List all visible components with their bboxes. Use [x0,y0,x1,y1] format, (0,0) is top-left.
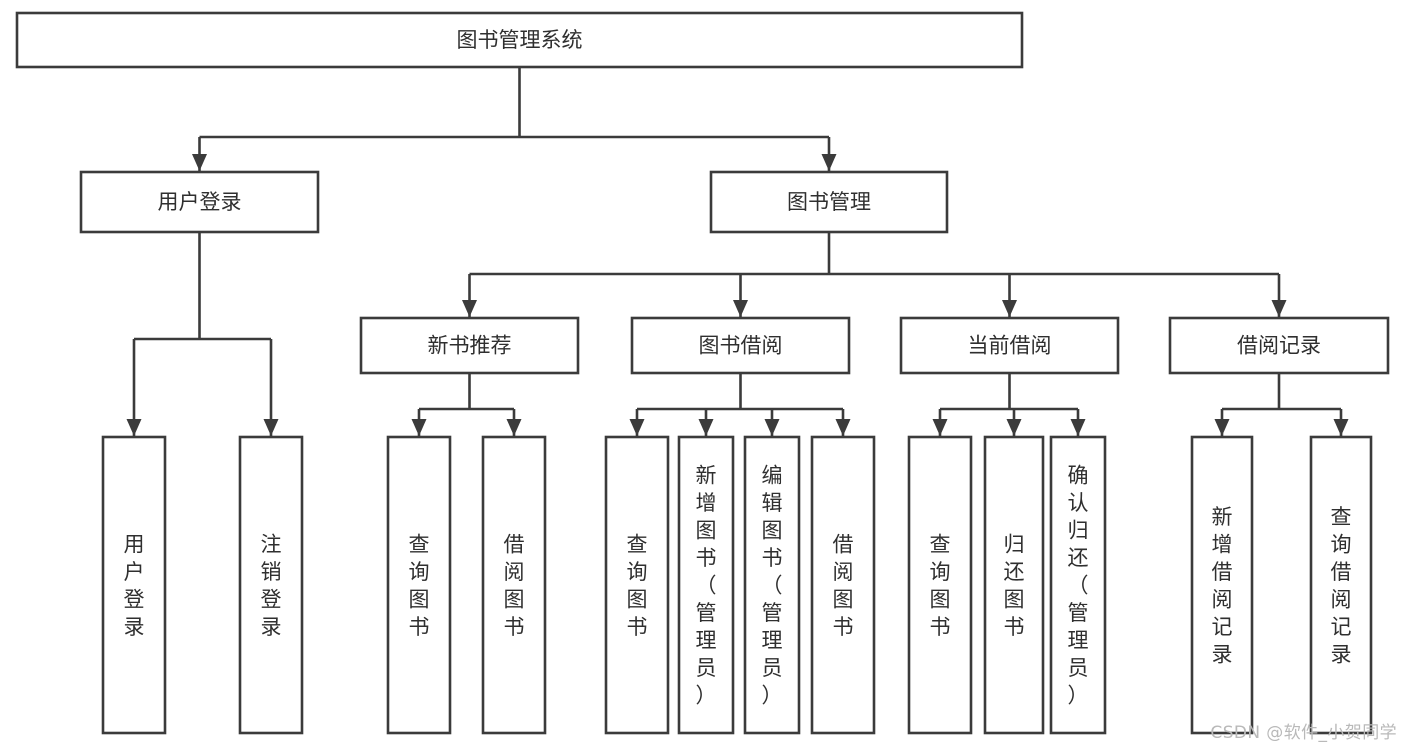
arrow-head-icon [932,419,948,436]
node-box-borrow-record[interactable] [1168,316,1390,375]
node-level3-borrow-record[interactable]: 借阅记录 [1168,316,1390,375]
node-box-leaf-return-book[interactable] [983,435,1045,735]
node-label-leaf-user-login: 用户登录 [124,532,145,639]
node-label-leaf-query-book-2: 查询图书 [627,532,648,639]
node-leaf-leaf-query-book-3[interactable]: 查询图书 [907,435,973,735]
node-label-book-manage: 图书管理 [787,190,871,214]
node-box-leaf-add-record[interactable] [1190,435,1254,735]
node-label-root: 图书管理系统 [457,28,583,52]
arrow-head-icon [192,154,207,171]
node-root[interactable]: 图书管理系统 [15,11,1024,69]
node-leaf-leaf-user-login[interactable]: 用户登录 [101,435,167,735]
arrow-head-icon [835,419,851,436]
node-box-leaf-borrow-book-2[interactable] [810,435,876,735]
node-leaf-leaf-query-book-1[interactable]: 查询图书 [386,435,452,735]
arrow-head-icon [1002,300,1017,317]
node-label-leaf-query-book-1: 查询图书 [409,532,430,639]
node-level2-book-manage[interactable]: 图书管理 [709,170,949,234]
node-box-book-borrow[interactable] [630,316,851,375]
node-label-leaf-return-book: 归还图书 [1004,532,1025,639]
nodes-layer: 图书管理系统用户登录图书管理新书推荐图书借阅当前借阅借阅记录用户登录注销登录查询… [15,11,1390,735]
node-label-borrow-record: 借阅记录 [1237,334,1321,358]
node-level3-new-book-rec[interactable]: 新书推荐 [359,316,580,375]
node-leaf-leaf-add-book[interactable]: 新增图书（管理员） [677,435,735,735]
node-label-leaf-query-record: 查询借阅记录 [1331,505,1352,667]
arrow-head-icon [126,419,142,436]
arrow-head-icon [1070,419,1086,436]
node-label-leaf-borrow-book-1: 借阅图书 [504,532,525,639]
csdn-watermark: CSDN @软件_小贺同学 [1210,723,1397,743]
node-leaf-leaf-borrow-book-1[interactable]: 借阅图书 [481,435,547,735]
arrow-head-icon [1333,419,1349,436]
arrow-head-icon [1271,300,1287,317]
arrow-head-icon [1006,419,1022,436]
node-leaf-leaf-add-record[interactable]: 新增借阅记录 [1190,435,1254,735]
arrow-head-icon [764,419,780,436]
node-leaf-leaf-borrow-book-2[interactable]: 借阅图书 [810,435,876,735]
arrow-head-icon [821,154,837,171]
node-label-leaf-borrow-book-2: 借阅图书 [833,532,854,639]
node-box-leaf-confirm-return[interactable] [1049,435,1107,735]
arrow-head-icon [263,419,279,436]
node-leaf-leaf-return-book[interactable]: 归还图书 [983,435,1045,735]
node-label-current-borrow: 当前借阅 [968,334,1052,358]
node-label-new-book-rec: 新书推荐 [428,334,512,358]
arrow-head-icon [462,300,477,317]
node-label-leaf-add-record: 新增借阅记录 [1212,505,1233,667]
node-box-leaf-borrow-book-1[interactable] [481,435,547,735]
node-box-leaf-query-book-3[interactable] [907,435,973,735]
node-label-leaf-query-book-3: 查询图书 [930,532,951,639]
node-box-leaf-user-login[interactable] [101,435,167,735]
node-leaf-leaf-edit-book[interactable]: 编辑图书（管理员） [743,435,801,735]
node-box-leaf-query-book-2[interactable] [604,435,670,735]
node-label-leaf-edit-book: 编辑图书（管理员） [762,464,783,708]
node-box-leaf-edit-book[interactable] [743,435,801,735]
node-box-new-book-rec[interactable] [359,316,580,375]
node-box-root[interactable] [15,11,1024,69]
node-label-user-login: 用户登录 [158,190,242,214]
arrow-head-icon [411,419,427,436]
node-box-leaf-logout[interactable] [238,435,304,735]
arrow-head-icon [698,419,714,436]
node-label-leaf-logout: 注销登录 [261,532,282,639]
arrow-head-icon [733,300,748,317]
node-leaf-leaf-logout[interactable]: 注销登录 [238,435,304,735]
node-label-book-borrow: 图书借阅 [699,334,783,358]
node-level3-book-borrow[interactable]: 图书借阅 [630,316,851,375]
arrow-head-icon [629,419,645,436]
node-label-leaf-confirm-return: 确认归还（管理员） [1068,464,1089,708]
node-box-book-manage[interactable] [709,170,949,234]
node-box-current-borrow[interactable] [899,316,1120,375]
node-level2-user-login[interactable]: 用户登录 [79,170,320,234]
arrow-head-icon [1214,419,1230,436]
node-leaf-leaf-query-book-2[interactable]: 查询图书 [604,435,670,735]
node-label-leaf-add-book: 新增图书（管理员） [696,464,717,708]
node-box-user-login[interactable] [79,170,320,234]
node-box-leaf-query-book-1[interactable] [386,435,452,735]
node-box-leaf-add-book[interactable] [677,435,735,735]
node-leaf-leaf-confirm-return[interactable]: 确认归还（管理员） [1049,435,1107,735]
connectors-layer [126,67,1349,436]
node-level3-current-borrow[interactable]: 当前借阅 [899,316,1120,375]
node-leaf-leaf-query-record[interactable]: 查询借阅记录 [1309,435,1373,735]
arrow-head-icon [506,419,522,436]
node-box-leaf-query-record[interactable] [1309,435,1373,735]
